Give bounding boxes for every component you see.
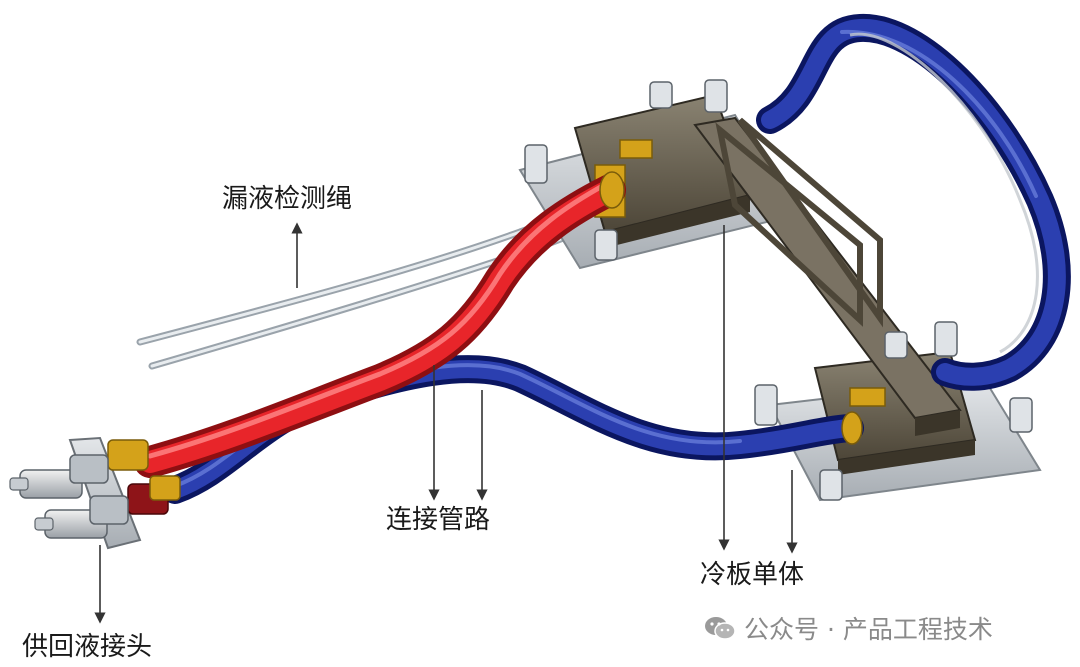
spring-screws <box>524 79 1033 501</box>
supply-return-connector <box>9 436 181 550</box>
copper-fitting <box>841 411 863 445</box>
supply-pipe <box>134 174 626 478</box>
wechat-icon <box>704 615 736 641</box>
cold-plate-upper <box>518 93 797 270</box>
watermark: 公众号 · 产品工程技术 <box>704 610 993 646</box>
connector-label: 供回液接头 <box>22 632 153 662</box>
cold-plate-label: 冷板单体 <box>700 560 805 590</box>
callout-arrows <box>94 222 798 624</box>
pipes-label: 连接管路 <box>386 505 491 535</box>
copper-fitting <box>599 171 625 209</box>
watermark-text: 公众号 · 产品工程技术 <box>744 615 993 644</box>
leak-rope-label: 漏液检测绳 <box>222 184 353 214</box>
